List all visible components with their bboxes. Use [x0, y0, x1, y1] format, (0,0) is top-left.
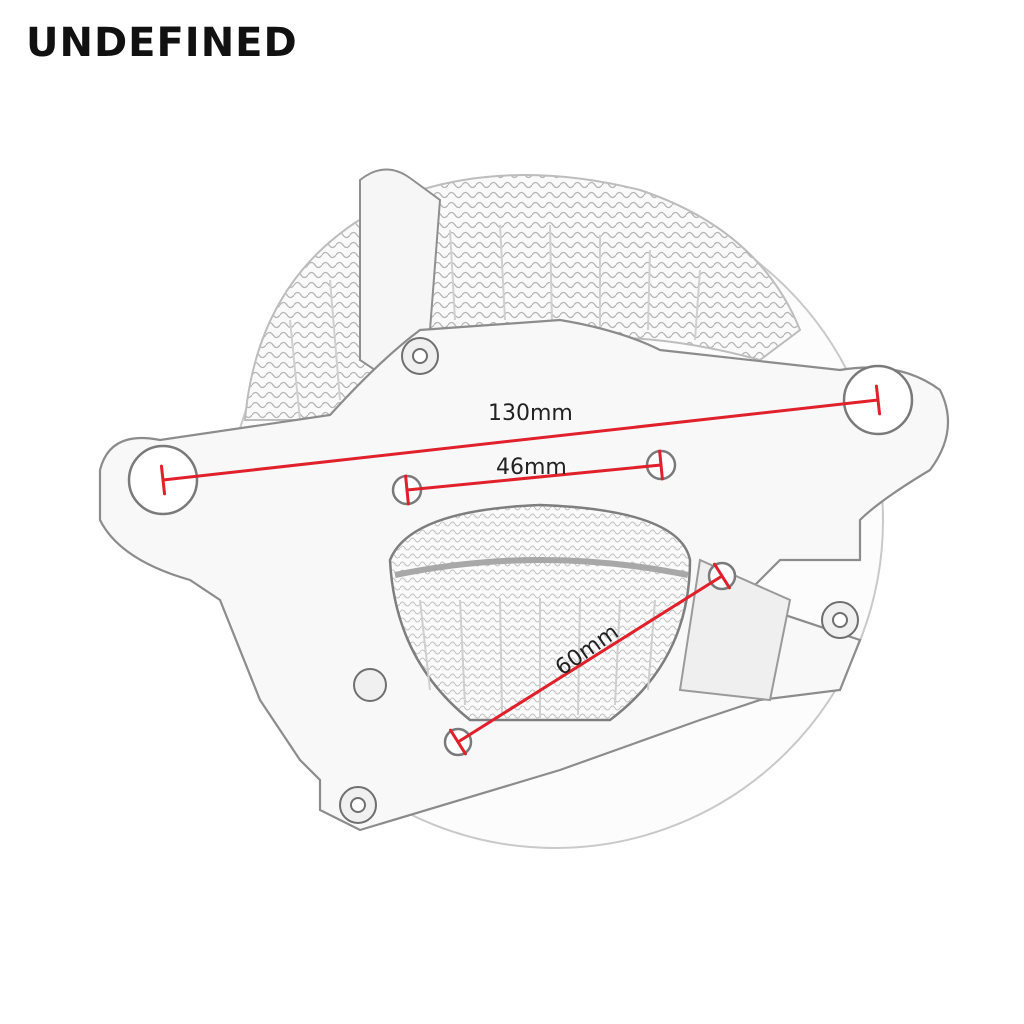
dimension-line-130-tick-end: [874, 384, 882, 416]
bolt-heads: [339, 337, 859, 824]
dimension-label-46: 46mm: [496, 455, 567, 480]
dimension-line-130: [161, 398, 880, 482]
dimension-line-46-tick-end: [658, 449, 664, 481]
brand-title: UNDEFINED: [26, 20, 298, 66]
dimension-line-60: [456, 574, 724, 744]
dimension-line-130-tick-start: [159, 464, 167, 496]
dimension-line-60-tick-end: [713, 562, 731, 590]
dimension-label-130: 130mm: [488, 401, 573, 426]
dimension-line-46-tick-start: [404, 474, 410, 506]
dimension-line-60-tick-start: [449, 728, 467, 756]
lower-bar: [678, 558, 792, 702]
dimension-line-46: [405, 463, 663, 492]
center-filter: [388, 503, 692, 722]
